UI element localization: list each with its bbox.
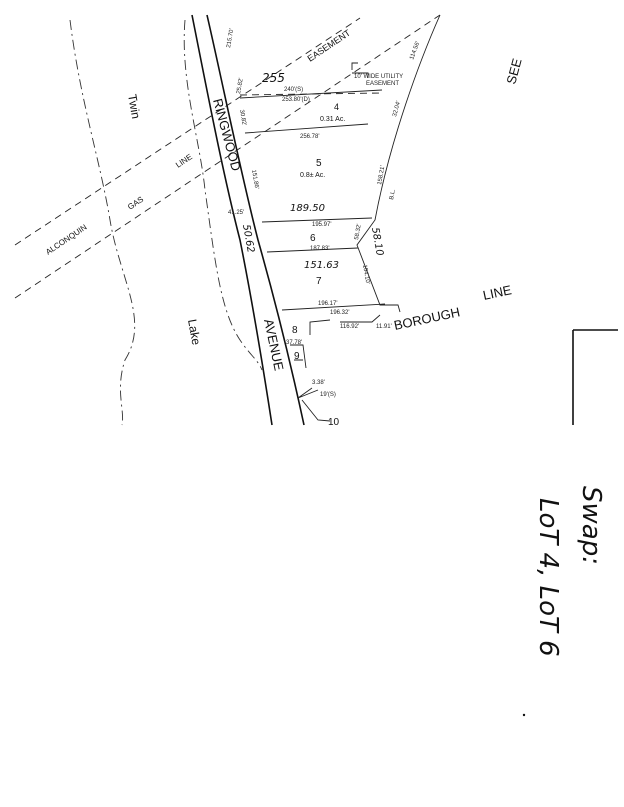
utility-easement-label-1: 10' WIDE UTILITY — [354, 74, 403, 80]
lot-line-5-6 — [261, 217, 373, 223]
gas-line-lower — [14, 14, 441, 299]
dimension: 116.92' — [340, 324, 359, 330]
road-label-ringwood: RINGWOOD — [210, 97, 244, 173]
lot-line-4-5 — [244, 123, 369, 134]
boundary-line-mark: B.L. — [389, 188, 397, 200]
dimension: 41.25' — [228, 210, 244, 216]
lot-9-boundary — [290, 344, 331, 422]
dimension: 32.04' — [392, 100, 402, 117]
see-label: SEE — [503, 56, 524, 85]
lot-5-number: 5 — [316, 158, 322, 169]
easement-label: EASEMENT — [306, 27, 353, 63]
dimension: 104.10' — [361, 264, 370, 284]
lot-4-area: 0.31 Ac. — [320, 116, 345, 123]
handwritten-note-line1: Swap: — [576, 486, 606, 565]
lot-10-number: 10 — [328, 417, 340, 428]
borough-label: BOROUGH — [393, 304, 462, 333]
gas-line-upper — [14, 17, 361, 246]
lake-shore-east — [183, 19, 263, 371]
lake-label-lake: Lake — [185, 318, 203, 346]
dimension: 215.70' — [226, 28, 235, 48]
handwritten-value: 50.62 — [240, 224, 256, 254]
road-edge-east — [206, 14, 305, 426]
lot-line-4-top — [239, 89, 383, 99]
dimension: 196.32' — [330, 310, 350, 316]
dimension: 256.78' — [300, 134, 320, 140]
gas-line-label-1: ALCONQUIN — [44, 222, 89, 256]
lake-shore-west — [69, 19, 136, 426]
gas-line-label-2: GAS — [126, 195, 145, 212]
lot-line-6-7 — [266, 247, 359, 253]
road-label-avenue: AVENUE — [261, 318, 287, 373]
dimension: 240'(S) — [284, 87, 303, 93]
lot-5-area: 0.8± Ac. — [300, 172, 325, 179]
dimension: 19'(S) — [320, 392, 336, 398]
scan-speck — [522, 713, 526, 717]
borough-line-label: LINE — [482, 282, 514, 303]
utility-easement-bracket — [351, 62, 369, 78]
dimension: 187.83' — [310, 246, 330, 252]
dimension: 158.21' — [377, 165, 386, 185]
dimension: 151.86' — [250, 169, 259, 189]
lot-4-number: 4 — [334, 102, 339, 112]
gas-line-label-3: LINE — [174, 152, 194, 169]
dimension: 114.56' — [409, 41, 421, 61]
handwritten-value: 58.10 — [369, 227, 385, 257]
dimension: 195.97' — [312, 222, 332, 228]
lot-7-number: 7 — [316, 276, 322, 287]
dimension: 37.78' — [286, 340, 302, 346]
dimension: 11.91' — [376, 324, 392, 330]
dimension: 58.32' — [354, 223, 363, 240]
utility-easement-label-2: EASEMENT — [366, 81, 399, 87]
margin-line — [572, 329, 618, 425]
lot-line-7-8 — [281, 303, 386, 311]
handwritten-value: 255 — [262, 71, 285, 85]
handwritten-value: 151.63 — [304, 260, 339, 271]
dimension: 3.38' — [312, 380, 325, 386]
dimension: 30.82' — [238, 109, 247, 126]
lot-8-boundary — [309, 314, 381, 335]
handwritten-note-line2: LoT 4, LoT 6 — [533, 498, 563, 657]
dimension: 196.17' — [318, 301, 338, 307]
east-boundary — [356, 14, 441, 313]
lake-label-twin: Twin — [125, 93, 143, 120]
lot-6-number: 6 — [310, 233, 316, 244]
road-edge-west — [191, 14, 273, 426]
lot-9-number: 9 — [294, 351, 300, 362]
lot-8-number: 8 — [292, 325, 298, 336]
handwritten-value: 189.50 — [290, 203, 325, 214]
dimension: 25.82' — [236, 77, 245, 94]
dimension: 253.80'(D) — [282, 97, 310, 103]
